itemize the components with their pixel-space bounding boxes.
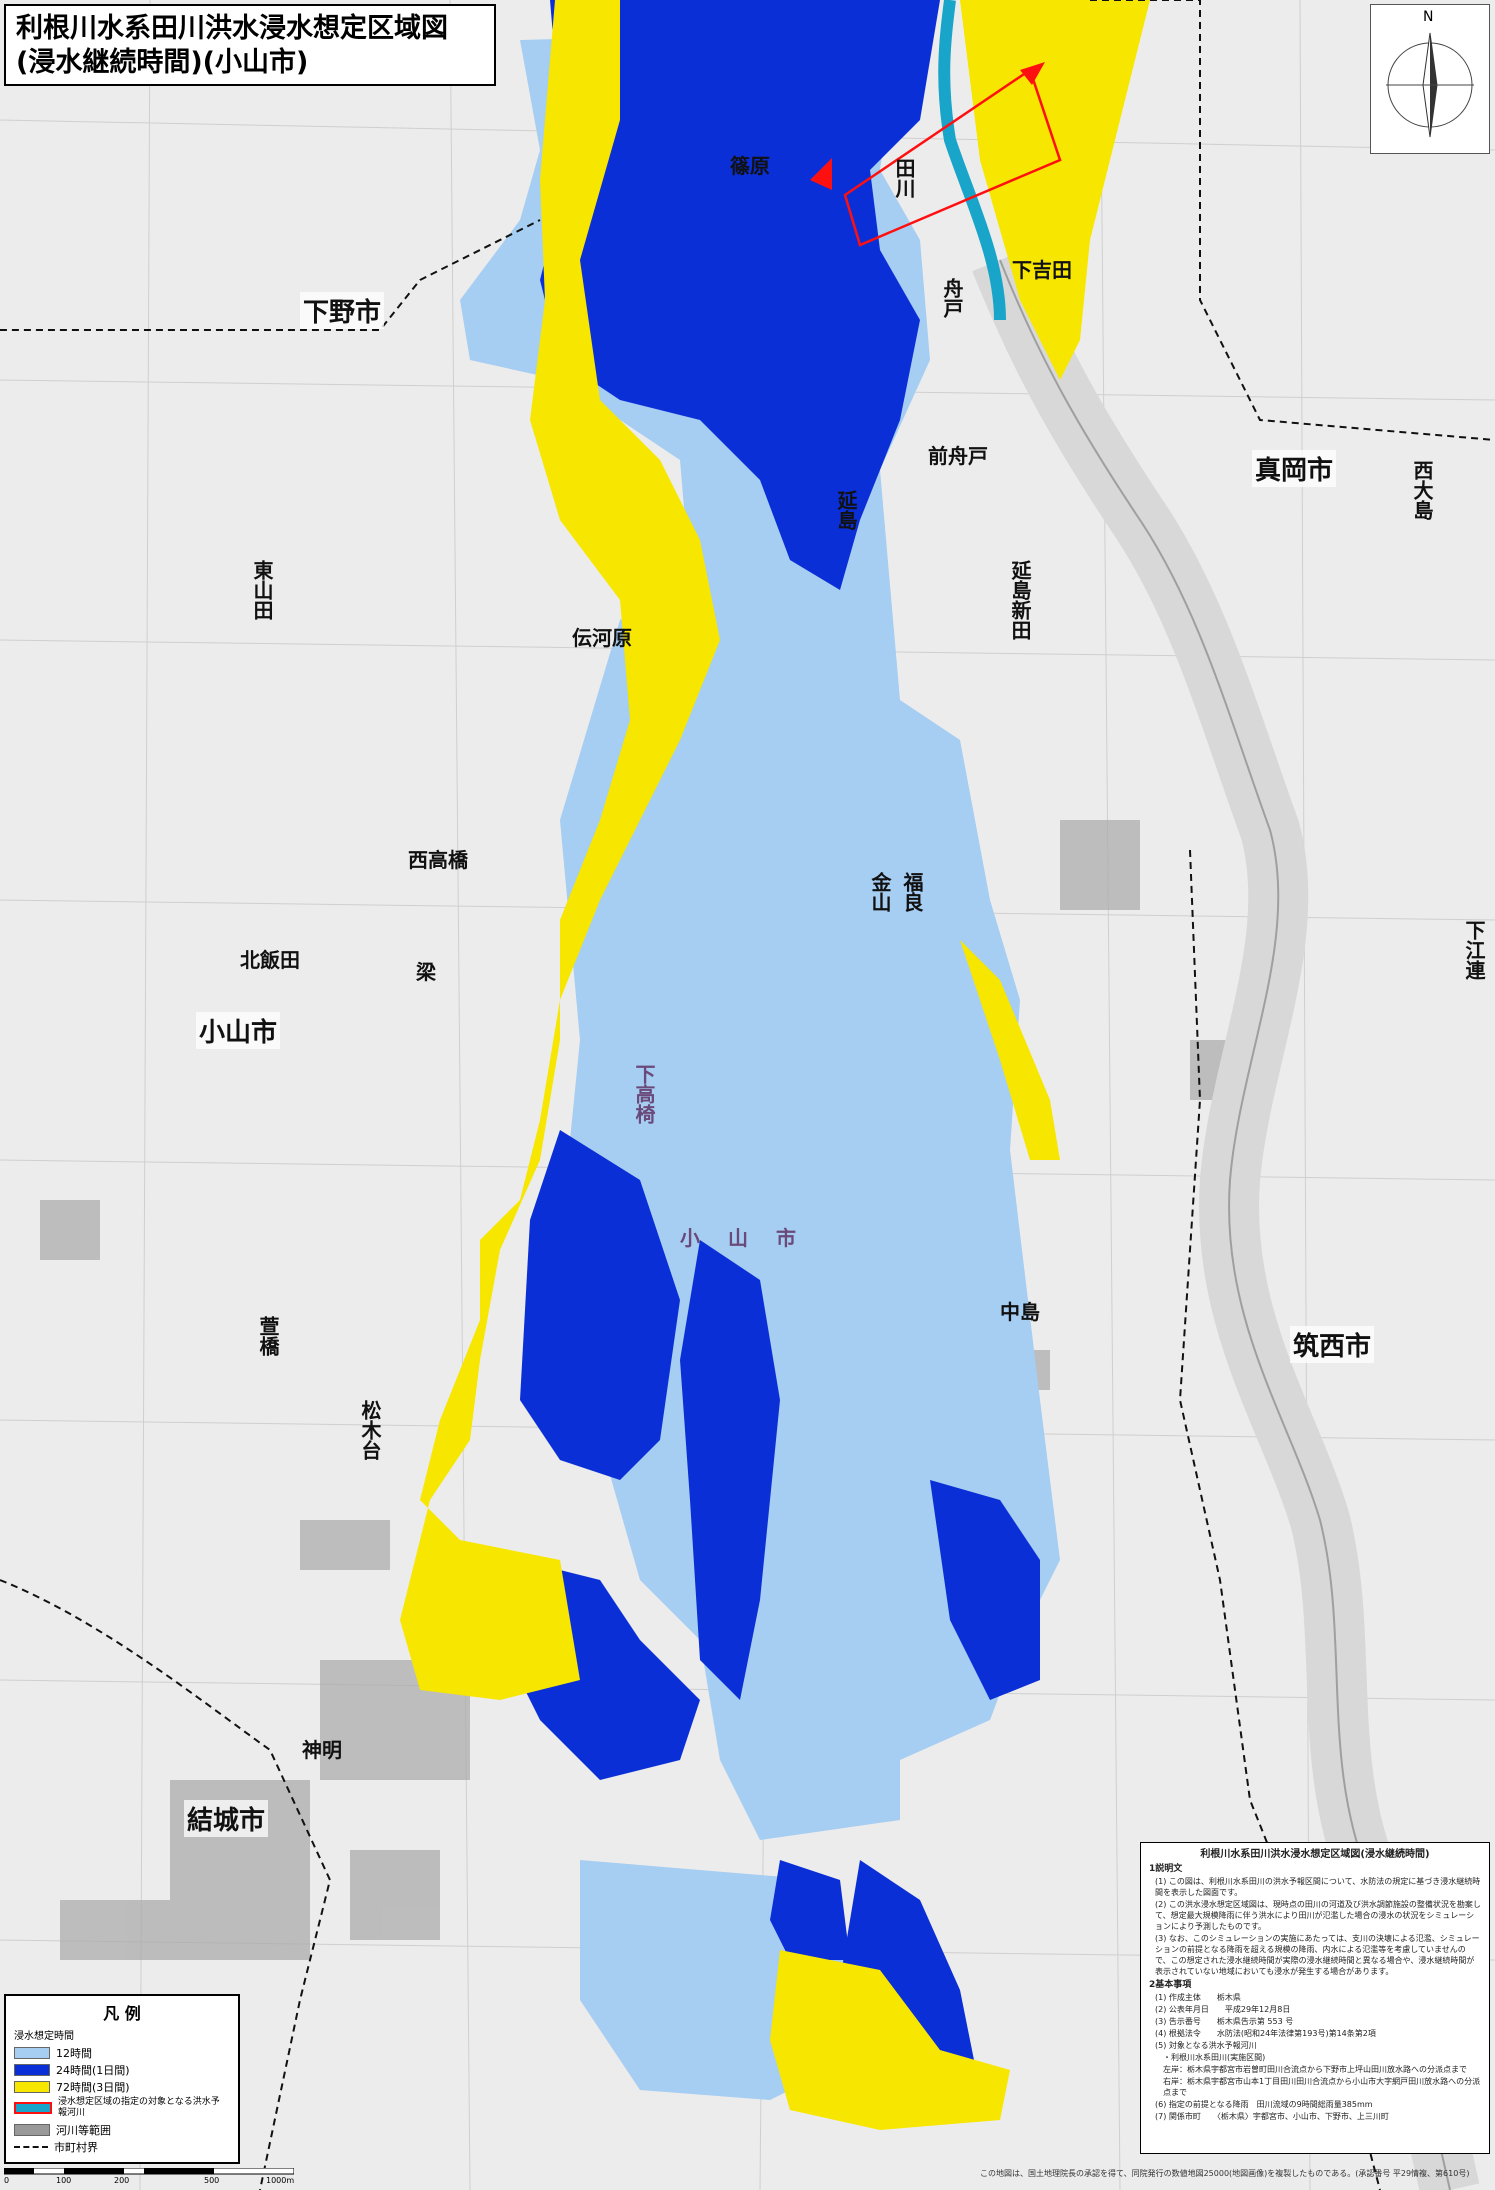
note-paragraph-2: (2) この洪水浸水想定区域図は、現時点の田川の河道及び洪水調節施設の整備状況を… — [1155, 1900, 1481, 1931]
place-label-kaneyama: 金山 — [868, 872, 892, 912]
legend-item-72h: 72時間(3日間) — [14, 2078, 230, 2095]
legend-title: 凡 例 — [103, 2004, 141, 2023]
place-label-shinmei: 神明 — [302, 1738, 342, 1762]
note-paragraph-3: (3) なお、このシミュレーションの実施にあたっては、支川の決壊による氾濫、シミ… — [1155, 1934, 1480, 1976]
scale-bar: 0 100 200 500 1000m — [4, 2168, 304, 2186]
note-basic-3: (3) 告示番号 栃木県告示第 553 号 — [1155, 2017, 1294, 2026]
place-label-shimoyoshida: 下吉田 — [1012, 258, 1072, 282]
note-title: 利根川水系田川洪水浸水想定区域図(浸水継続時間) — [1200, 1849, 1430, 1860]
north-label: N — [1423, 9, 1434, 25]
legend-label-72h: 72時間(3日間) — [56, 2080, 130, 2094]
scale-label-100: 100 — [56, 2176, 72, 2185]
place-label-nishitakahashi: 西高橋 — [408, 848, 468, 872]
legend-item-boundary: 市町村界 — [14, 2138, 230, 2155]
note-basic-6: (6) 指定の前提となる降雨 田川流域の9時間総雨量385mm — [1155, 2100, 1373, 2109]
place-label-shinohara: 篠原 — [730, 154, 770, 178]
place-label-oyama-map: 小山市 — [680, 1226, 824, 1250]
city-label-yuki: 結城市 — [184, 1800, 269, 1837]
legend-swatch-24h — [14, 2063, 50, 2076]
legend-label-24h: 24時間(1日間) — [56, 2063, 130, 2077]
legend-item-target-river: 浸水想定区域の指定の対象となる洪水予報河川 — [14, 2095, 230, 2121]
note-basic-4: (4) 根拠法令 水防法(昭和24年法律第193号)第14条第2項 — [1155, 2029, 1376, 2038]
city-label-chikusei: 筑西市 — [1290, 1326, 1375, 1363]
place-label-maefunado: 前舟戸 — [928, 444, 988, 468]
north-arrow: N — [1370, 4, 1490, 154]
note-basic-1: (1) 作成主体 栃木県 — [1155, 1993, 1241, 2002]
place-label-shimoocho: 下江連 — [1462, 920, 1486, 980]
note-section-2: 2基本事項 — [1149, 1980, 1192, 1990]
target-arrow-upper — [1020, 62, 1045, 85]
scale-label-0: 0 — [4, 2176, 10, 2185]
place-label-matsukidai: 松木台 — [358, 1400, 382, 1460]
map-title-line2: (浸水継続時間)(小山市) — [16, 47, 309, 78]
legend-item-24h: 24時間(1日間) — [14, 2061, 230, 2078]
city-label-moka: 真岡市 — [1252, 450, 1337, 487]
place-label-higashiyamada: 東山田 — [250, 560, 274, 620]
note-basic-5b: 左岸：栃木県宇都宮市岩曽町田川合流点から下野市上坪山田川放水路への分派点まで — [1163, 2065, 1467, 2074]
legend-label-boundary: 市町村界 — [54, 2140, 98, 2154]
tagawa-river — [938, 0, 1006, 321]
legend-label-12h: 12時間 — [56, 2046, 92, 2060]
place-label-nobejima-shinden: 延島新田 — [1008, 560, 1032, 640]
note-basic-2: (2) 公表年月日 平成29年12月8日 — [1155, 2005, 1291, 2014]
map-title: 利根川水系田川洪水浸水想定区域図 (浸水継続時間)(小山市) — [4, 4, 496, 86]
place-label-fukura: 福良 — [900, 872, 924, 912]
legend-swatch-12h — [14, 2046, 50, 2059]
legend: 凡 例 浸水想定時間 12時間 24時間(1日間) 72時間(3日間) 浸水想定… — [4, 1994, 240, 2164]
note-paragraph-1: (1) この図は、利根川水系田川の洪水予報区間について、水防法の規定に基づき浸水… — [1155, 1877, 1481, 1897]
legend-label-river-area: 河川等範囲 — [56, 2123, 111, 2137]
place-label-kayahashi: 萱橋 — [256, 1316, 280, 1356]
place-label-shimotakahashi: 下高椅 — [632, 1064, 656, 1124]
legend-swatch-target-river — [14, 2102, 52, 2114]
legend-item-12h: 12時間 — [14, 2044, 230, 2061]
place-label-yana: 梁 — [416, 960, 436, 984]
place-label-nakajima: 中島 — [1000, 1300, 1040, 1324]
city-label-oyama: 小山市 — [196, 1012, 281, 1049]
explanation-note: 利根川水系田川洪水浸水想定区域図(浸水継続時間) 1説明文 (1) この図は、利… — [1140, 1842, 1490, 2154]
place-label-kitaiida: 北飯田 — [240, 948, 300, 972]
note-basic-5a: ・利根川水系田川(実施区間) — [1163, 2053, 1266, 2062]
note-section-1: 1説明文 — [1149, 1864, 1183, 1874]
place-label-funado: 舟戸 — [940, 278, 964, 318]
city-label-shimotsuke: 下野市 — [300, 292, 385, 329]
legend-swatch-72h — [14, 2080, 50, 2093]
legend-swatch-river-area — [14, 2123, 50, 2136]
note-basic-5c: 右岸：栃木県宇都宮市山本1丁目田川田川合流点から小山市大字網戸田川放水路への分派… — [1163, 2077, 1481, 2097]
target-arrow-lower — [810, 158, 832, 190]
legend-swatch-boundary — [14, 2145, 48, 2148]
legend-label-target-river: 浸水想定区域の指定の対象となる洪水予報河川 — [58, 2097, 220, 2118]
note-basic-5: (5) 対象となる洪水予報河川 — [1155, 2041, 1257, 2050]
legend-item-river-area: 河川等範囲 — [14, 2121, 230, 2138]
place-label-nobejima: 延島 — [834, 490, 858, 530]
scale-bar-graphic — [4, 2168, 294, 2175]
place-label-denkawara: 伝河原 — [572, 626, 632, 650]
compass-icon — [1386, 32, 1474, 138]
place-label-tagawa: 田川 — [892, 158, 916, 198]
map-footer: この地図は、国土地理院長の承認を得て、同院発行の数値地図25000(地図画像)を… — [980, 2169, 1470, 2178]
target-section-marker — [843, 68, 1062, 247]
zone-72h — [400, 0, 1150, 2130]
legend-subtitle: 浸水想定時間 — [14, 2031, 74, 2042]
scale-label-1000: 1000m — [266, 2176, 295, 2185]
zone-24h — [500, 0, 1040, 2100]
scale-label-200: 200 — [114, 2176, 130, 2185]
map-title-line1: 利根川水系田川洪水浸水想定区域図 — [16, 13, 448, 44]
place-label-nishitaimachi: 西大島 — [1410, 460, 1434, 520]
scale-label-500: 500 — [204, 2176, 220, 2185]
note-basic-7: (7) 関係市町 〈栃木県〉宇都宮市、小山市、下野市、上三川町 — [1155, 2112, 1389, 2121]
